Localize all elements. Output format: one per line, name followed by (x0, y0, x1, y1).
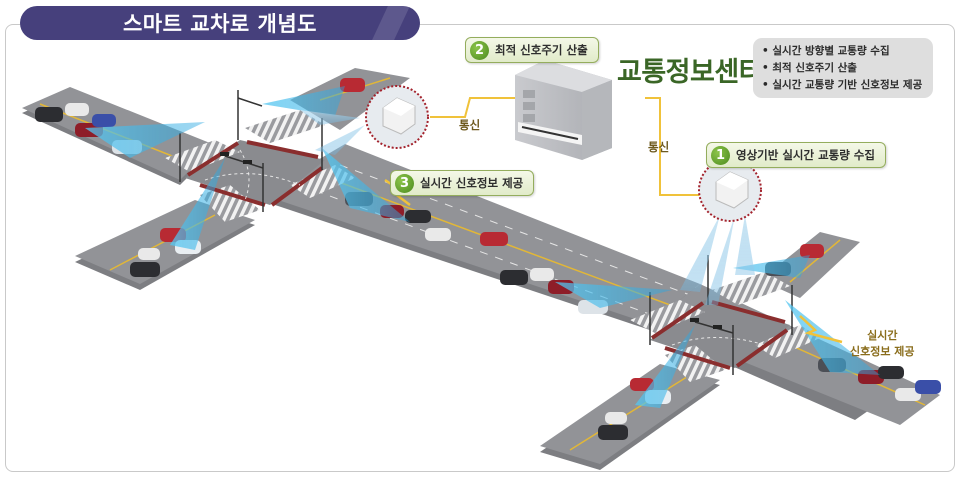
camera-detection-beams (85, 86, 880, 408)
traffic-light (220, 152, 229, 156)
diagram-title-banner: 스마트 교차로 개념도 (20, 6, 420, 40)
car (92, 114, 116, 127)
crosswalk-red-strip (650, 301, 705, 340)
center-functions-box: 실시간 방향별 교통량 수집 최적 신호주기 산출 실시간 교통량 기반 신호정… (753, 38, 933, 98)
center-function-item: 실시간 교통량 기반 신호정보 제공 (762, 77, 933, 94)
turn-guide (671, 337, 766, 346)
crosswalk (630, 300, 705, 333)
realtime-signal-label-line2: 신호정보 제공 (850, 345, 915, 358)
crosswalk-red-strip (186, 141, 240, 177)
car (598, 425, 628, 440)
traffic-light (690, 318, 699, 322)
sensor-device-top (716, 172, 748, 190)
crosswalk-red-strip (711, 300, 786, 324)
step-2-badge: 2 최적 신호주기 산출 (465, 37, 599, 63)
car (800, 244, 824, 258)
camera-beam (322, 148, 410, 222)
car (35, 107, 63, 122)
car (500, 270, 528, 285)
crosswalk-red-strip (735, 328, 789, 368)
traffic-light (243, 160, 252, 164)
camera-beam (635, 325, 695, 408)
crosswalk (165, 140, 240, 172)
car (878, 366, 904, 379)
camera-beam (785, 300, 880, 375)
comm-label-right: 통신 (648, 140, 670, 154)
car (895, 388, 921, 401)
crosswalk (245, 110, 325, 143)
crosswalk-red-strip (246, 140, 319, 159)
comm-line-left (430, 97, 520, 118)
step-2-label: 최적 신호주기 산출 (495, 43, 588, 57)
traffic-light (713, 325, 722, 329)
car (530, 268, 554, 281)
car (915, 380, 941, 394)
crosswalk (712, 272, 790, 305)
camera-beam (262, 86, 345, 116)
sensor-beam (705, 215, 735, 305)
step-3-badge: 3 실시간 신호정보 제공 (390, 170, 535, 196)
camera-beam (555, 282, 672, 308)
car (340, 78, 365, 92)
sensor-beam (680, 215, 720, 292)
center-function-item: 최적 신호주기 산출 (762, 60, 933, 77)
sensor-magnifier-left (365, 85, 429, 149)
step-1-number: 1 (711, 145, 730, 165)
sensor-beam (300, 110, 360, 125)
building-window (523, 90, 535, 98)
step-3-number: 3 (395, 173, 414, 193)
realtime-signal-label-line1: 실시간 (867, 329, 898, 342)
car (480, 232, 508, 246)
car (425, 228, 451, 241)
crosswalk (755, 325, 820, 358)
car (65, 103, 89, 116)
step-3-label: 실시간 신호정보 제공 (420, 176, 524, 190)
realtime-signal-label: 실시간 신호정보 제공 (850, 328, 915, 360)
comm-label-left: 통신 (459, 118, 481, 132)
building-window (523, 114, 535, 122)
car (405, 210, 431, 223)
traffic-info-center-building (515, 60, 612, 160)
building-stripe (521, 126, 579, 140)
traffic-center-title: 교통정보센터 (617, 57, 764, 88)
crosswalk (200, 185, 260, 222)
sensor-beam (315, 125, 365, 155)
car (130, 262, 160, 277)
camera-beam (170, 158, 225, 250)
building-side (582, 80, 612, 160)
diagram-title: 스마트 교차로 개념도 (122, 12, 317, 36)
building-window (523, 102, 535, 110)
step-1-badge: 1 영상기반 실시간 교통량 수집 (706, 142, 886, 168)
road-centerline (569, 374, 691, 451)
sensor-beam (735, 215, 755, 275)
signal-arm (237, 97, 263, 107)
building-roof (515, 60, 612, 92)
turn-guide (204, 173, 301, 186)
step-2-number: 2 (470, 40, 489, 60)
lane-marking (339, 164, 691, 296)
crosswalk-red-strip (270, 166, 324, 207)
comm-line-right (645, 97, 700, 196)
road-south-east (540, 364, 720, 464)
step-1-label: 영상기반 실시간 교통량 수집 (736, 148, 875, 162)
sensor-device-top (383, 98, 415, 116)
signal-bolt-right (799, 315, 843, 344)
camera-beam (85, 122, 205, 158)
turn-guide (239, 149, 250, 201)
center-function-item: 실시간 방향별 교통량 수집 (762, 43, 933, 60)
sensor-magnifier-right (698, 158, 762, 222)
camera-beam (733, 255, 810, 278)
car (138, 248, 160, 260)
car (605, 412, 627, 424)
